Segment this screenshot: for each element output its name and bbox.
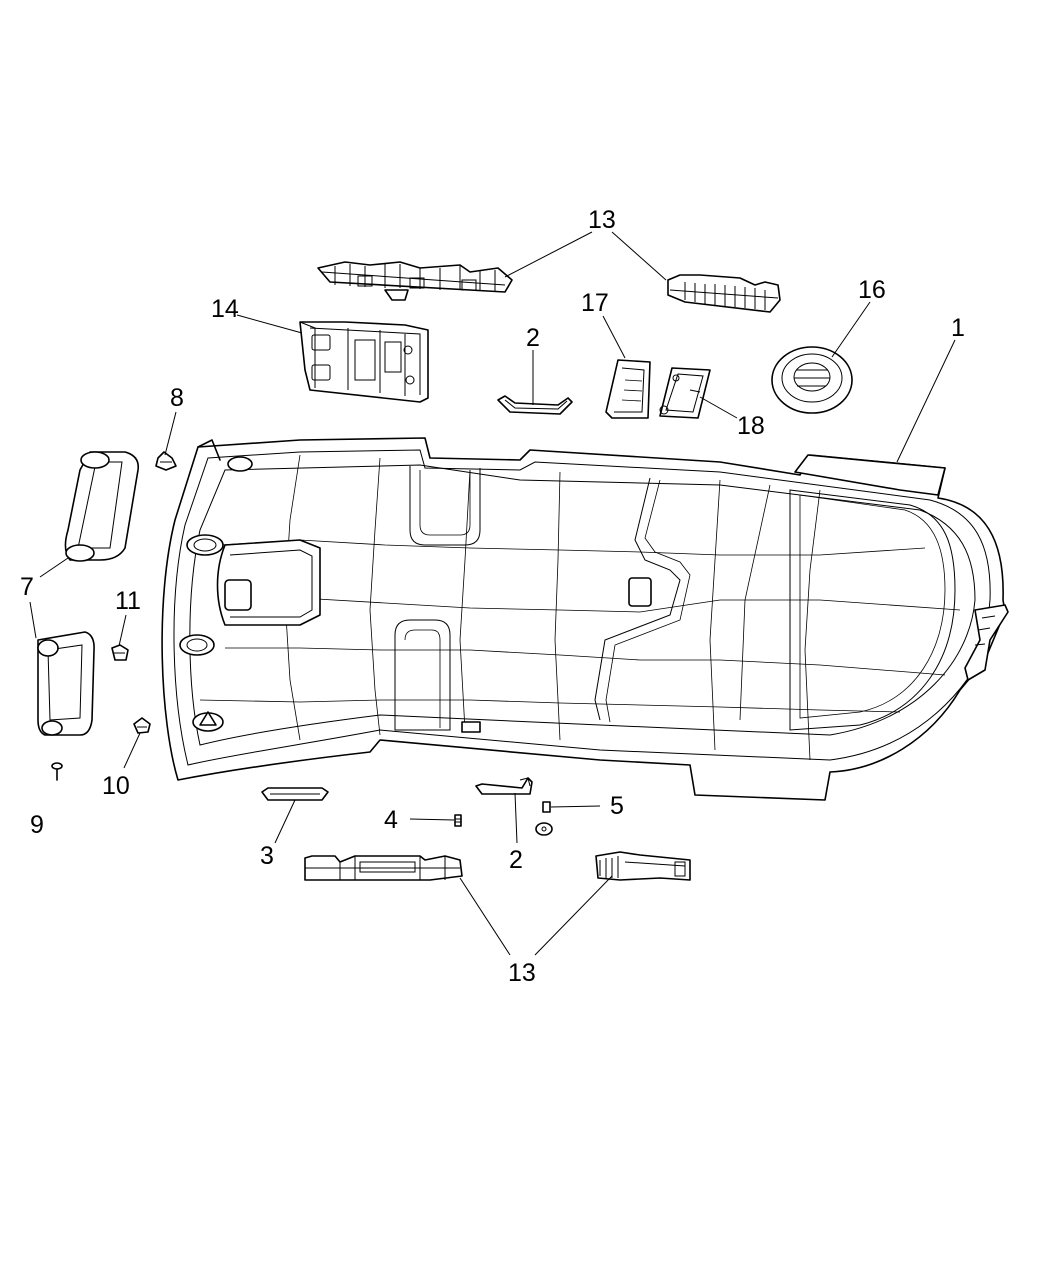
overhead-console	[299, 321, 429, 403]
callout-1: 1	[951, 314, 965, 342]
callout-labels: 1 13 14 2 17 18 16 8 7 11 10 9 3 4 2 5 1…	[20, 206, 965, 987]
callout-16: 16	[858, 276, 886, 304]
callout-2-bottom: 2	[509, 846, 523, 874]
visor-clip-right	[155, 451, 177, 471]
sun-visor-right	[64, 451, 140, 562]
retainer-clip	[133, 717, 151, 734]
speaker-grille	[771, 346, 853, 414]
leader-lines	[29, 231, 956, 956]
callout-14: 14	[211, 295, 239, 323]
rail-bracket-bottom-right	[595, 851, 691, 881]
screw	[51, 762, 63, 781]
rail-bracket-bottom-left	[304, 855, 463, 881]
grab-handle-bottom-left	[261, 787, 329, 801]
callout-13-bottom: 13	[508, 959, 536, 987]
rail-bracket-top-left	[317, 261, 513, 301]
headliner-panel	[161, 437, 1009, 801]
callout-10: 10	[102, 772, 130, 800]
rail-bracket-top-right	[667, 274, 781, 313]
callout-17: 17	[581, 289, 609, 317]
small-clip	[454, 814, 462, 827]
callout-2-top: 2	[526, 324, 540, 352]
grab-handle-bottom-right	[475, 777, 533, 795]
fastener-with-washer	[535, 801, 553, 836]
callout-4: 4	[384, 806, 398, 834]
callout-8: 8	[170, 384, 184, 412]
callout-11: 11	[115, 587, 141, 615]
callout-7: 7	[20, 573, 34, 601]
callout-9: 9	[30, 811, 44, 839]
grab-handle-top	[497, 395, 573, 415]
dome-lamp-housing	[605, 359, 651, 419]
callout-5: 5	[610, 792, 624, 820]
callout-13-top: 13	[588, 206, 616, 234]
visor-clip-left	[111, 644, 129, 661]
callout-18: 18	[737, 412, 765, 440]
callout-3: 3	[260, 842, 274, 870]
reading-lamp	[659, 367, 711, 419]
sun-visor-left	[37, 631, 95, 736]
